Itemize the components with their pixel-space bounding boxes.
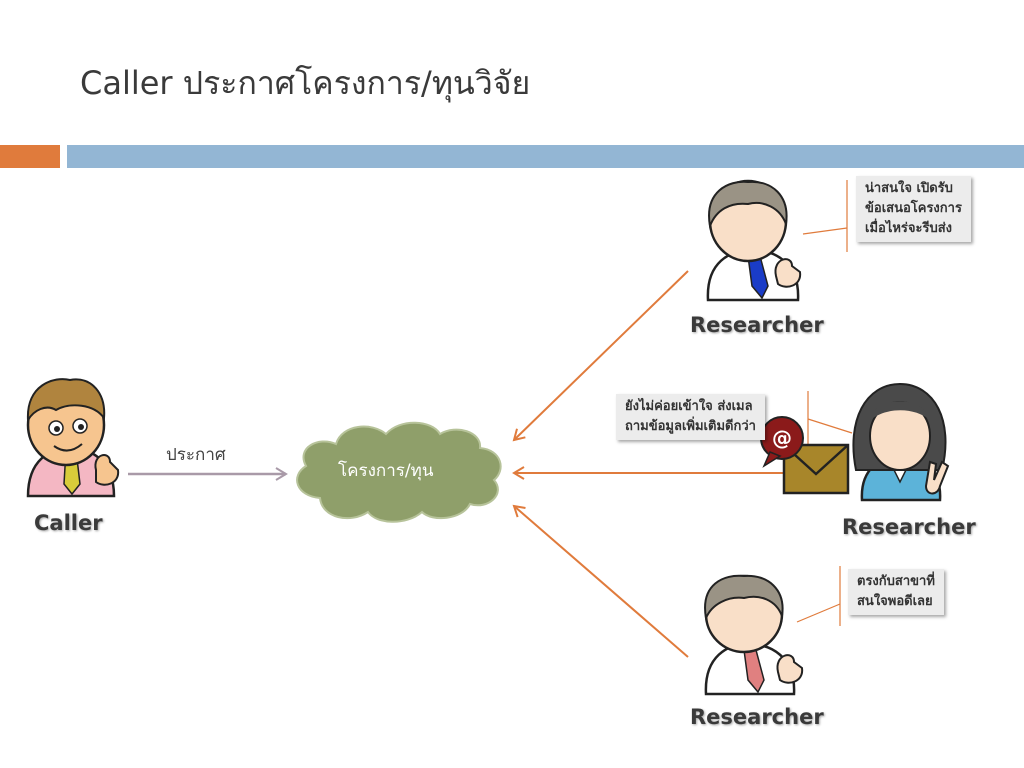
caller-avatar-icon [26, 378, 120, 498]
project-cloud-icon [296, 421, 502, 523]
researcher-1-arrow [512, 270, 689, 442]
researcher-2-note: ยังไม่ค่อยเข้าใจ ส่งเมล ถามข้อมูลเพิ่มเต… [616, 394, 765, 440]
announce-label: ประกาศ [166, 445, 226, 465]
callout-connector-2 [807, 391, 853, 447]
note-line: ยังไม่ค่อยเข้าใจ ส่งเมล [625, 399, 753, 414]
note-line: สนใจพอดีเลย [857, 594, 933, 609]
svg-text:@: @ [772, 426, 792, 450]
note-line: เมื่อไหร่จะรีบส่ง [865, 221, 953, 236]
researcher-3-avatar-icon [704, 574, 804, 696]
callout-connector-1 [802, 180, 848, 252]
note-line: น่าสนใจ เปิดรับ [865, 181, 953, 196]
researcher-3-label: Researcher [690, 705, 824, 729]
accent-bar-orange [0, 145, 60, 168]
callout-connector-3 [796, 566, 841, 626]
project-label: โครงการ/ทุน [338, 461, 434, 481]
researcher-2-avatar-icon [852, 382, 950, 502]
researcher-1-note: น่าสนใจ เปิดรับ ข้อเสนอโครงการ เมื่อไหร่… [856, 176, 971, 242]
note-line: ถามข้อมูลเพิ่มเติมดีกว่า [625, 419, 756, 434]
note-line: ตรงกับสาขาที่ [857, 574, 935, 589]
researcher-3-arrow [512, 504, 689, 658]
researcher-3-note: ตรงกับสาขาที่ สนใจพอดีเลย [848, 569, 944, 615]
caller-label: Caller [34, 511, 103, 535]
email-at-icon: @ [760, 416, 850, 495]
accent-bar-blue [67, 145, 1024, 168]
researcher-1-label: Researcher [690, 313, 824, 337]
slide-title: Caller ประกาศโครงการ/ทุนวิจัย [80, 64, 531, 102]
note-line: ข้อเสนอโครงการ [865, 201, 962, 216]
researcher-1-avatar-icon [706, 179, 802, 302]
researcher-2-label: Researcher [842, 515, 976, 539]
